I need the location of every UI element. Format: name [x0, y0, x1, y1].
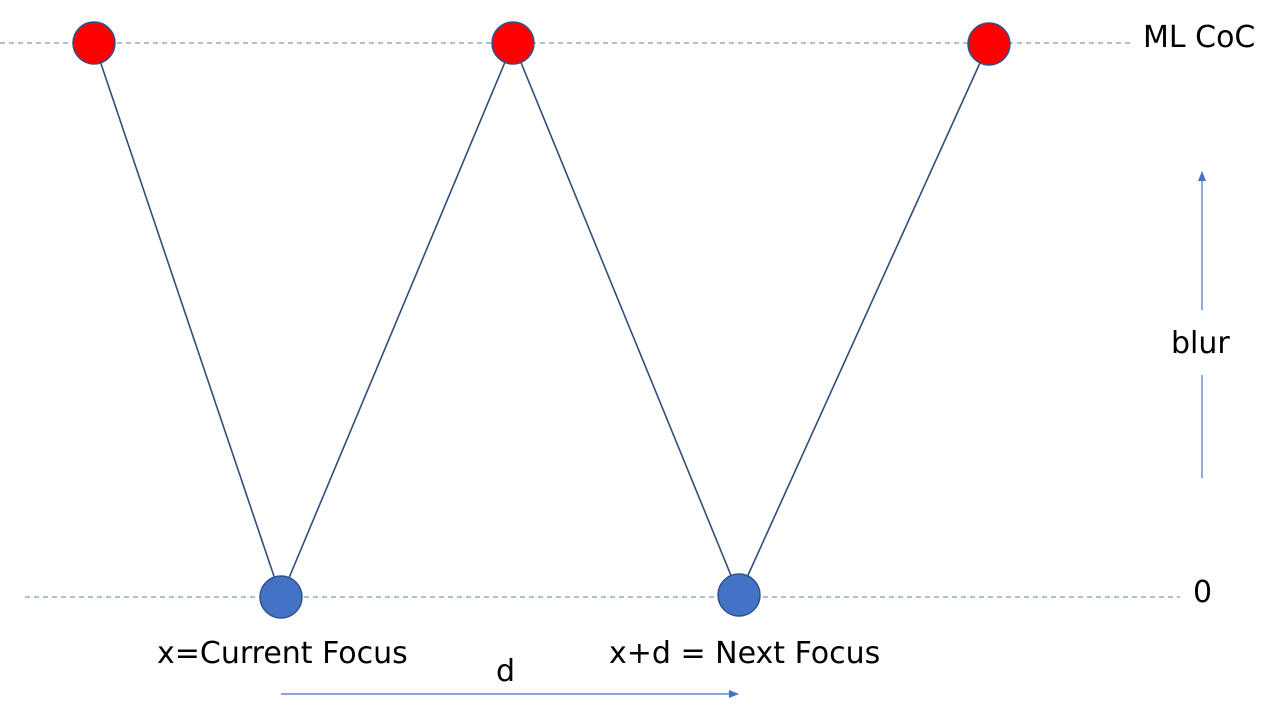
red-point-middle: [491, 21, 535, 65]
blue-point-current-focus: [259, 575, 303, 619]
d-label: d: [496, 654, 515, 689]
segment-4: [738, 42, 990, 596]
blur-label: blur: [1171, 326, 1230, 361]
red-point-right: [967, 22, 1011, 66]
w-curve: [93, 42, 990, 598]
segment-3: [512, 42, 740, 596]
red-point-left: [72, 21, 116, 65]
ml-coc-label: ML CoC: [1143, 20, 1255, 55]
blue-point-next-focus: [717, 573, 761, 617]
zero-label: 0: [1193, 575, 1212, 610]
segment-2: [280, 42, 514, 598]
next-focus-label: x+d = Next Focus: [609, 636, 880, 671]
current-focus-label: x=Current Focus: [157, 636, 408, 671]
segment-1: [93, 42, 282, 598]
